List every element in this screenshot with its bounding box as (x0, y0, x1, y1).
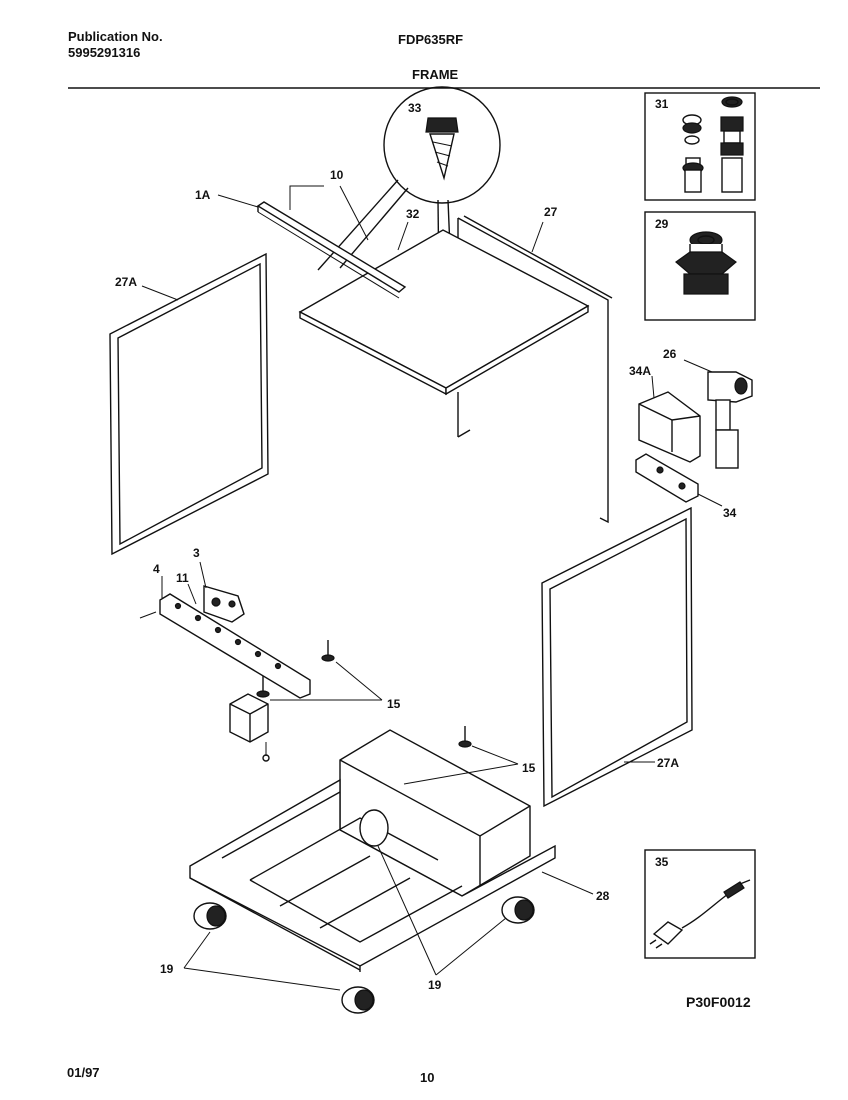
callout-1A: 1A (195, 188, 211, 202)
callout-15-left: 15 (387, 697, 401, 711)
power-cord-detail (649, 879, 751, 949)
callout-19-right: 19 (428, 978, 442, 992)
callout-28: 28 (596, 889, 610, 903)
callout-34: 34 (723, 506, 737, 520)
switch-3 (203, 585, 245, 623)
callout-3: 3 (193, 546, 200, 560)
detail-box-31 (644, 92, 756, 201)
caster-19-rear-right (501, 896, 535, 924)
caster-19-front-right (341, 986, 375, 1014)
detail-box-35 (644, 849, 756, 959)
hose-fitting-detail (675, 231, 737, 295)
callout-33: 33 (408, 101, 422, 115)
caster-19-front-left (193, 902, 227, 930)
leader-lines (141, 185, 723, 991)
callout-10: 10 (330, 168, 344, 182)
model-number: FDP635RF (398, 32, 464, 47)
bracket-34A (638, 391, 701, 463)
callout-15-right: 15 (522, 761, 536, 775)
fitting-washers-detail (682, 96, 744, 193)
callout-26: 26 (663, 347, 677, 361)
bracket-1A (256, 201, 407, 299)
callout-27A-right: 27A (657, 756, 679, 770)
callout-19-left: 19 (160, 962, 174, 976)
callout-32: 32 (406, 207, 420, 221)
callout-27: 27 (544, 205, 558, 219)
top-panel-32 (298, 229, 590, 396)
callout-34A: 34A (629, 364, 651, 378)
right-panel-27A (541, 506, 693, 808)
callout-4: 4 (153, 562, 160, 576)
detail-box-29 (644, 211, 756, 321)
publication-number: 5995291316 (68, 45, 141, 60)
cord-clamp-block (229, 693, 270, 762)
callout-11: 11 (176, 571, 189, 585)
screw-15-a (321, 640, 335, 662)
rear-panel-27 (457, 215, 613, 524)
left-panel-27A (109, 252, 269, 556)
callout-31: 31 (655, 97, 669, 111)
section-title: FRAME (412, 67, 459, 82)
hose-elbow-26 (707, 371, 753, 469)
callout-29: 29 (655, 217, 669, 231)
terminal-rail-4 (139, 593, 311, 699)
page-number: 10 (420, 1070, 435, 1085)
screw-15-b (256, 676, 270, 698)
base-frame-28 (189, 729, 556, 972)
callout-27A-left: 27A (115, 275, 137, 289)
figure-code: P30F0012 (686, 994, 751, 1010)
footer-date: 01/97 (67, 1065, 100, 1080)
publication-label: Publication No. (68, 29, 163, 44)
bracket-34 (635, 453, 699, 503)
callout-35: 35 (655, 855, 669, 869)
screw-15-c (458, 726, 472, 748)
